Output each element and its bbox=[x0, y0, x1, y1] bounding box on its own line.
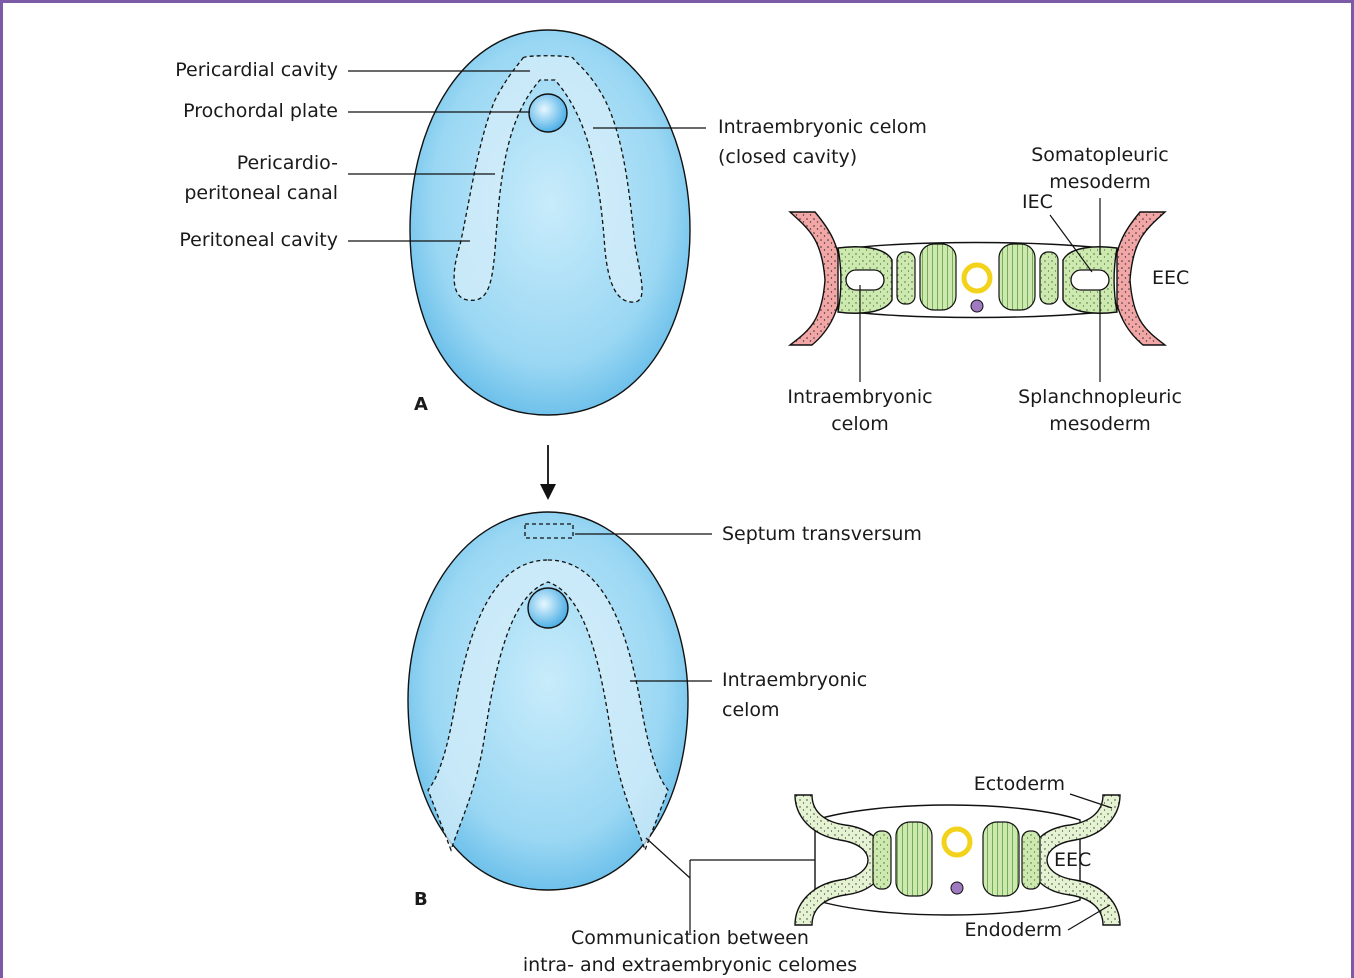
intraembryonic-celom-left bbox=[846, 270, 884, 290]
label-eec-a: EEC bbox=[1152, 267, 1189, 289]
label-septum-transversum: Septum transversum bbox=[722, 523, 922, 545]
intermediate-mesoderm-left bbox=[897, 252, 915, 304]
label-endoderm: Endoderm bbox=[965, 919, 1062, 941]
label-somatopleuric-2: mesoderm bbox=[1049, 171, 1150, 193]
embryo-disc-a bbox=[410, 30, 690, 415]
panel-letter-a: A bbox=[414, 394, 428, 415]
label-communication-2: intra- and extraembryonic celomes bbox=[523, 954, 857, 976]
label-eec-b: EEC bbox=[1054, 849, 1091, 871]
intraembryonic-celom-right bbox=[1071, 270, 1109, 290]
label-somatopleuric-1: Somatopleuric bbox=[1031, 144, 1169, 166]
label-pericardio-2: peritoneal canal bbox=[184, 182, 338, 204]
neural-tube-a bbox=[964, 265, 990, 291]
somite-right-b bbox=[983, 822, 1019, 896]
intermediate-mesoderm-right bbox=[1040, 252, 1058, 304]
cross-section-a: Somatopleuric mesoderm IEC EEC Intraembr… bbox=[787, 144, 1189, 435]
notochord-a bbox=[971, 300, 983, 312]
extraembryonic-mesoderm-left bbox=[790, 212, 842, 345]
panel-b: Septum transversum Intraembryonic celom … bbox=[408, 512, 1120, 976]
label-iec-b-2: celom bbox=[722, 699, 780, 721]
somite-right-a bbox=[999, 244, 1035, 310]
label-splanchnopleuric-1: Splanchnopleuric bbox=[1018, 386, 1182, 408]
panel-a: Pericardial cavity Prochordal plate Peri… bbox=[175, 30, 1189, 435]
label-iec-closed-2: (closed cavity) bbox=[718, 146, 857, 168]
label-iec-b-1: Intraembryonic bbox=[722, 669, 867, 691]
intermediate-mesoderm-right-b bbox=[1022, 831, 1040, 889]
label-intraembryonic-2: celom bbox=[831, 413, 889, 435]
neural-tube-b bbox=[944, 829, 970, 855]
notochord-b bbox=[951, 882, 963, 894]
label-iec: IEC bbox=[1022, 191, 1053, 213]
label-pericardio-1: Pericardio- bbox=[237, 152, 338, 174]
label-intraembryonic-1: Intraembryonic bbox=[787, 386, 932, 408]
label-ectoderm: Ectoderm bbox=[974, 773, 1065, 795]
progression-arrow bbox=[540, 445, 556, 500]
cross-section-b: Ectoderm EEC Endoderm bbox=[795, 773, 1120, 941]
prochordal-plate-a bbox=[529, 94, 567, 132]
somite-left-b bbox=[896, 822, 932, 896]
label-pericardial-cavity: Pericardial cavity bbox=[175, 59, 338, 81]
somite-left-a bbox=[920, 244, 956, 310]
label-communication-1: Communication between bbox=[571, 927, 809, 949]
intermediate-mesoderm-left-b bbox=[873, 831, 891, 889]
label-iec-closed-1: Intraembryonic celom bbox=[718, 116, 927, 138]
label-splanchnopleuric-2: mesoderm bbox=[1049, 413, 1150, 435]
prochordal-plate-b bbox=[528, 588, 568, 628]
label-prochordal-plate: Prochordal plate bbox=[183, 100, 338, 122]
label-peritoneal-cavity: Peritoneal cavity bbox=[179, 229, 338, 251]
panel-letter-b: B bbox=[414, 889, 428, 910]
